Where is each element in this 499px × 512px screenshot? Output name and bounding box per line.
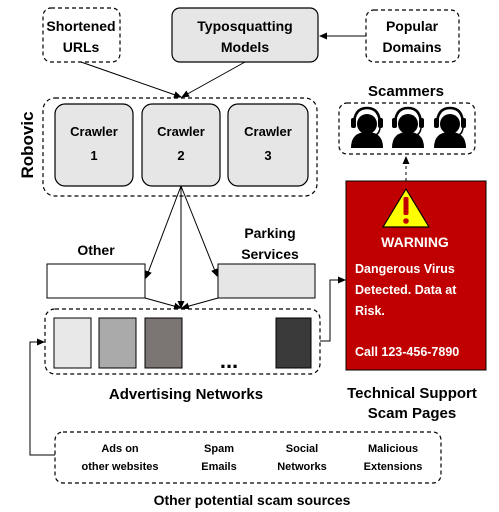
parking-services-box bbox=[217, 263, 316, 299]
warning-message-line3: Risk. bbox=[355, 304, 385, 318]
parking-label: Parking bbox=[244, 225, 295, 241]
warning-triangle-icon bbox=[382, 188, 430, 228]
robovic-crawler-group: Robovic Crawler 1 Crawler 2 Crawler 3 bbox=[18, 97, 318, 197]
advertising-networks-group: ... bbox=[44, 308, 321, 375]
arrow-ads-to-scam-page bbox=[320, 276, 346, 342]
source-malicious-extensions-line2: Extensions bbox=[364, 461, 423, 473]
shortened-urls-label-line2: URLs bbox=[63, 39, 100, 55]
warning-title: WARNING bbox=[381, 234, 449, 250]
source-social-networks-line2: Networks bbox=[277, 461, 327, 473]
warning-scam-page: WARNING Dangerous Virus Detected. Data a… bbox=[345, 180, 487, 371]
crawler-2: Crawler 2 bbox=[141, 103, 221, 187]
other-box bbox=[46, 263, 146, 299]
arrow-crawler-to-other bbox=[145, 185, 182, 279]
shortened-urls-label: Shortened bbox=[46, 18, 115, 34]
source-malicious-extensions: Malicious bbox=[368, 443, 418, 455]
scammer-headset-icon bbox=[392, 106, 424, 148]
advertising-networks-label: Advertising Networks bbox=[109, 386, 263, 403]
crawler-2-number: 2 bbox=[177, 148, 184, 163]
arrow-sources-to-ads bbox=[29, 338, 55, 456]
scam-pages-label: Technical Support bbox=[347, 385, 477, 402]
source-ads-on-other-websites-line2: other websites bbox=[81, 461, 158, 473]
crawler-3-number: 3 bbox=[264, 148, 271, 163]
source-ads-on-other-websites: Ads on bbox=[101, 443, 139, 455]
source-spam-emails: Spam bbox=[204, 443, 234, 455]
popular-domains-label: Popular bbox=[386, 18, 439, 34]
crawler-1: Crawler 1 bbox=[54, 103, 134, 187]
shortened-urls-node: Shortened URLs bbox=[42, 7, 121, 63]
source-social-networks: Social bbox=[286, 443, 318, 455]
popular-domains-node: Popular Domains bbox=[365, 9, 460, 63]
other-sources-caption: Other potential scam sources bbox=[154, 492, 351, 508]
scammers-group bbox=[338, 102, 476, 155]
source-spam-emails-line2: Emails bbox=[201, 461, 236, 473]
warning-message-line2: Detected. Data at bbox=[355, 283, 457, 297]
typosquatting-models-node: Typosquatting Models bbox=[171, 7, 319, 63]
scammer-headset-icon bbox=[351, 106, 383, 148]
typosquatting-label-line2: Models bbox=[221, 39, 269, 55]
ad-network-1 bbox=[53, 317, 92, 369]
ellipsis: ... bbox=[220, 348, 238, 373]
other-sources-group: Ads on other websites Spam Emails Social… bbox=[54, 431, 442, 484]
robovic-label: Robovic bbox=[18, 111, 37, 178]
ad-network-4 bbox=[275, 317, 312, 369]
crawler-3: Crawler 3 bbox=[227, 103, 309, 187]
arrow-shortened-to-robovic bbox=[80, 61, 182, 98]
scammers-label: Scammers bbox=[368, 83, 444, 100]
arrow-other-to-ads bbox=[144, 297, 182, 310]
ad-network-3 bbox=[144, 317, 183, 369]
crawler-3-label: Crawler bbox=[244, 124, 292, 139]
typosquatting-label: Typosquatting bbox=[197, 18, 292, 34]
scam-pages-label-line2: Scam Pages bbox=[368, 405, 456, 422]
popular-domains-label-line2: Domains bbox=[382, 39, 441, 55]
parking-label-line2: Services bbox=[241, 246, 299, 262]
other-label: Other bbox=[77, 242, 115, 258]
warning-phone: Call 123-456-7890 bbox=[355, 345, 459, 359]
crawler-1-label: Crawler bbox=[70, 124, 118, 139]
warning-message-line1: Dangerous Virus bbox=[355, 262, 455, 276]
scammer-headset-icon bbox=[434, 106, 466, 148]
arrow-parking-to-ads bbox=[181, 297, 219, 310]
ad-network-2 bbox=[98, 317, 137, 369]
crawler-1-number: 1 bbox=[90, 148, 97, 163]
arrow-crawler-to-parking bbox=[180, 185, 218, 277]
arrow-typosquatting-to-robovic bbox=[181, 61, 246, 98]
crawler-2-label: Crawler bbox=[157, 124, 205, 139]
